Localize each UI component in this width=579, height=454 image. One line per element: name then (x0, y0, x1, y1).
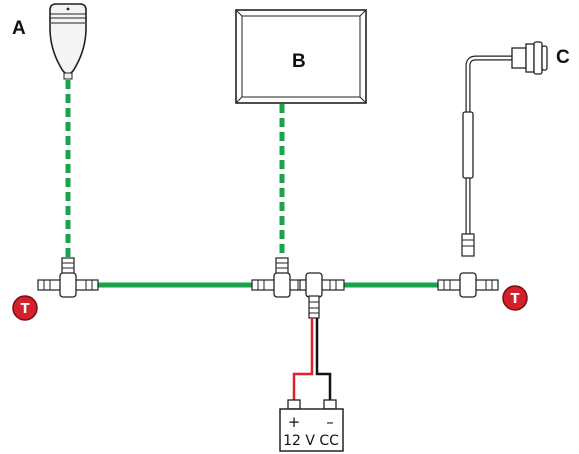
battery-12v: + – 12 V CC (279, 399, 344, 452)
terminator-left: T (12, 295, 38, 321)
terminator-right-label: T (511, 292, 520, 307)
power-wire-negative (315, 318, 332, 402)
label-device-c: C (556, 47, 570, 68)
power-wire-positive (292, 318, 314, 402)
device-c-connector (461, 41, 548, 257)
tee-connector-right (437, 272, 499, 298)
battery-plus-label: + (288, 413, 301, 431)
battery-minus-label: – (326, 413, 334, 431)
terminator-left-label: T (21, 302, 30, 317)
tee-connector-center (251, 257, 313, 298)
battery-voltage-label: 12 V CC (283, 433, 339, 449)
device-b-display (235, 9, 367, 104)
label-device-b: B (292, 51, 306, 72)
tee-connector-left (37, 257, 99, 298)
label-device-a: A (12, 18, 26, 39)
device-a-sensor (49, 3, 87, 80)
terminator-right: T (502, 285, 528, 311)
tee-connector-power (299, 272, 345, 319)
